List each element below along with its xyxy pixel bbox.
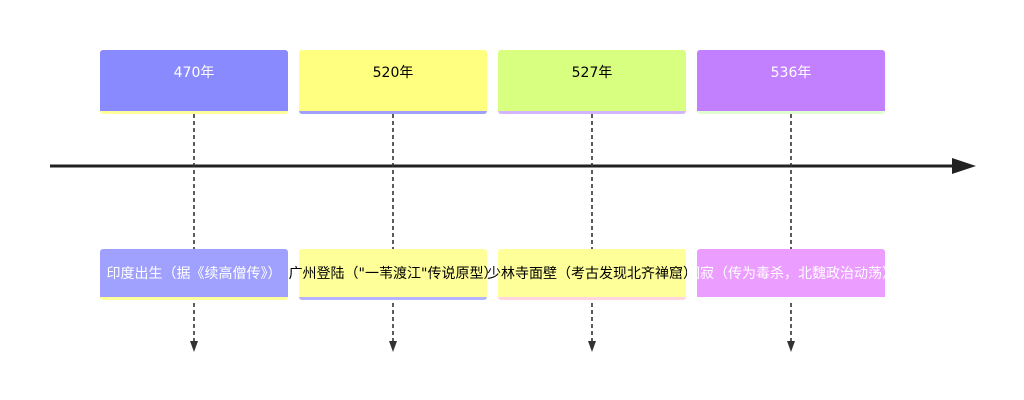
event-box-2: 广州登陆（"一苇渡江"传说原型） (289, 249, 497, 300)
event-box-1: 印度出生（据《续高僧传》） (100, 249, 288, 300)
event-box-4: 圆寂（传为毒杀，北魏政治动荡） (686, 249, 896, 300)
event-label: 少林寺面壁（考古发现北齐禅窟） (487, 266, 697, 282)
year-box-4: 536年 (697, 50, 885, 114)
connector-arrow-icon (389, 341, 397, 352)
timeline-axis-arrowhead-icon (952, 158, 976, 174)
year-box-2: 520年 (299, 50, 487, 114)
connector-arrow-icon (190, 341, 198, 352)
connector-arrow-icon (588, 341, 596, 352)
event-box-3: 少林寺面壁（考古发现北齐禅窟） (487, 249, 697, 300)
year-box-1: 470年 (100, 50, 288, 114)
event-label: 圆寂（传为毒杀，北魏政治动荡） (686, 266, 896, 282)
connector-arrow-icon (787, 341, 795, 352)
year-label: 520年 (372, 64, 414, 81)
event-label: 印度出生（据《续高僧传》） (106, 266, 282, 282)
year-label: 470年 (173, 64, 215, 81)
year-label: 527年 (571, 64, 613, 81)
year-box-3: 527年 (498, 50, 686, 114)
year-label: 536年 (770, 64, 812, 81)
event-label: 广州登陆（"一苇渡江"传说原型） (288, 266, 498, 282)
